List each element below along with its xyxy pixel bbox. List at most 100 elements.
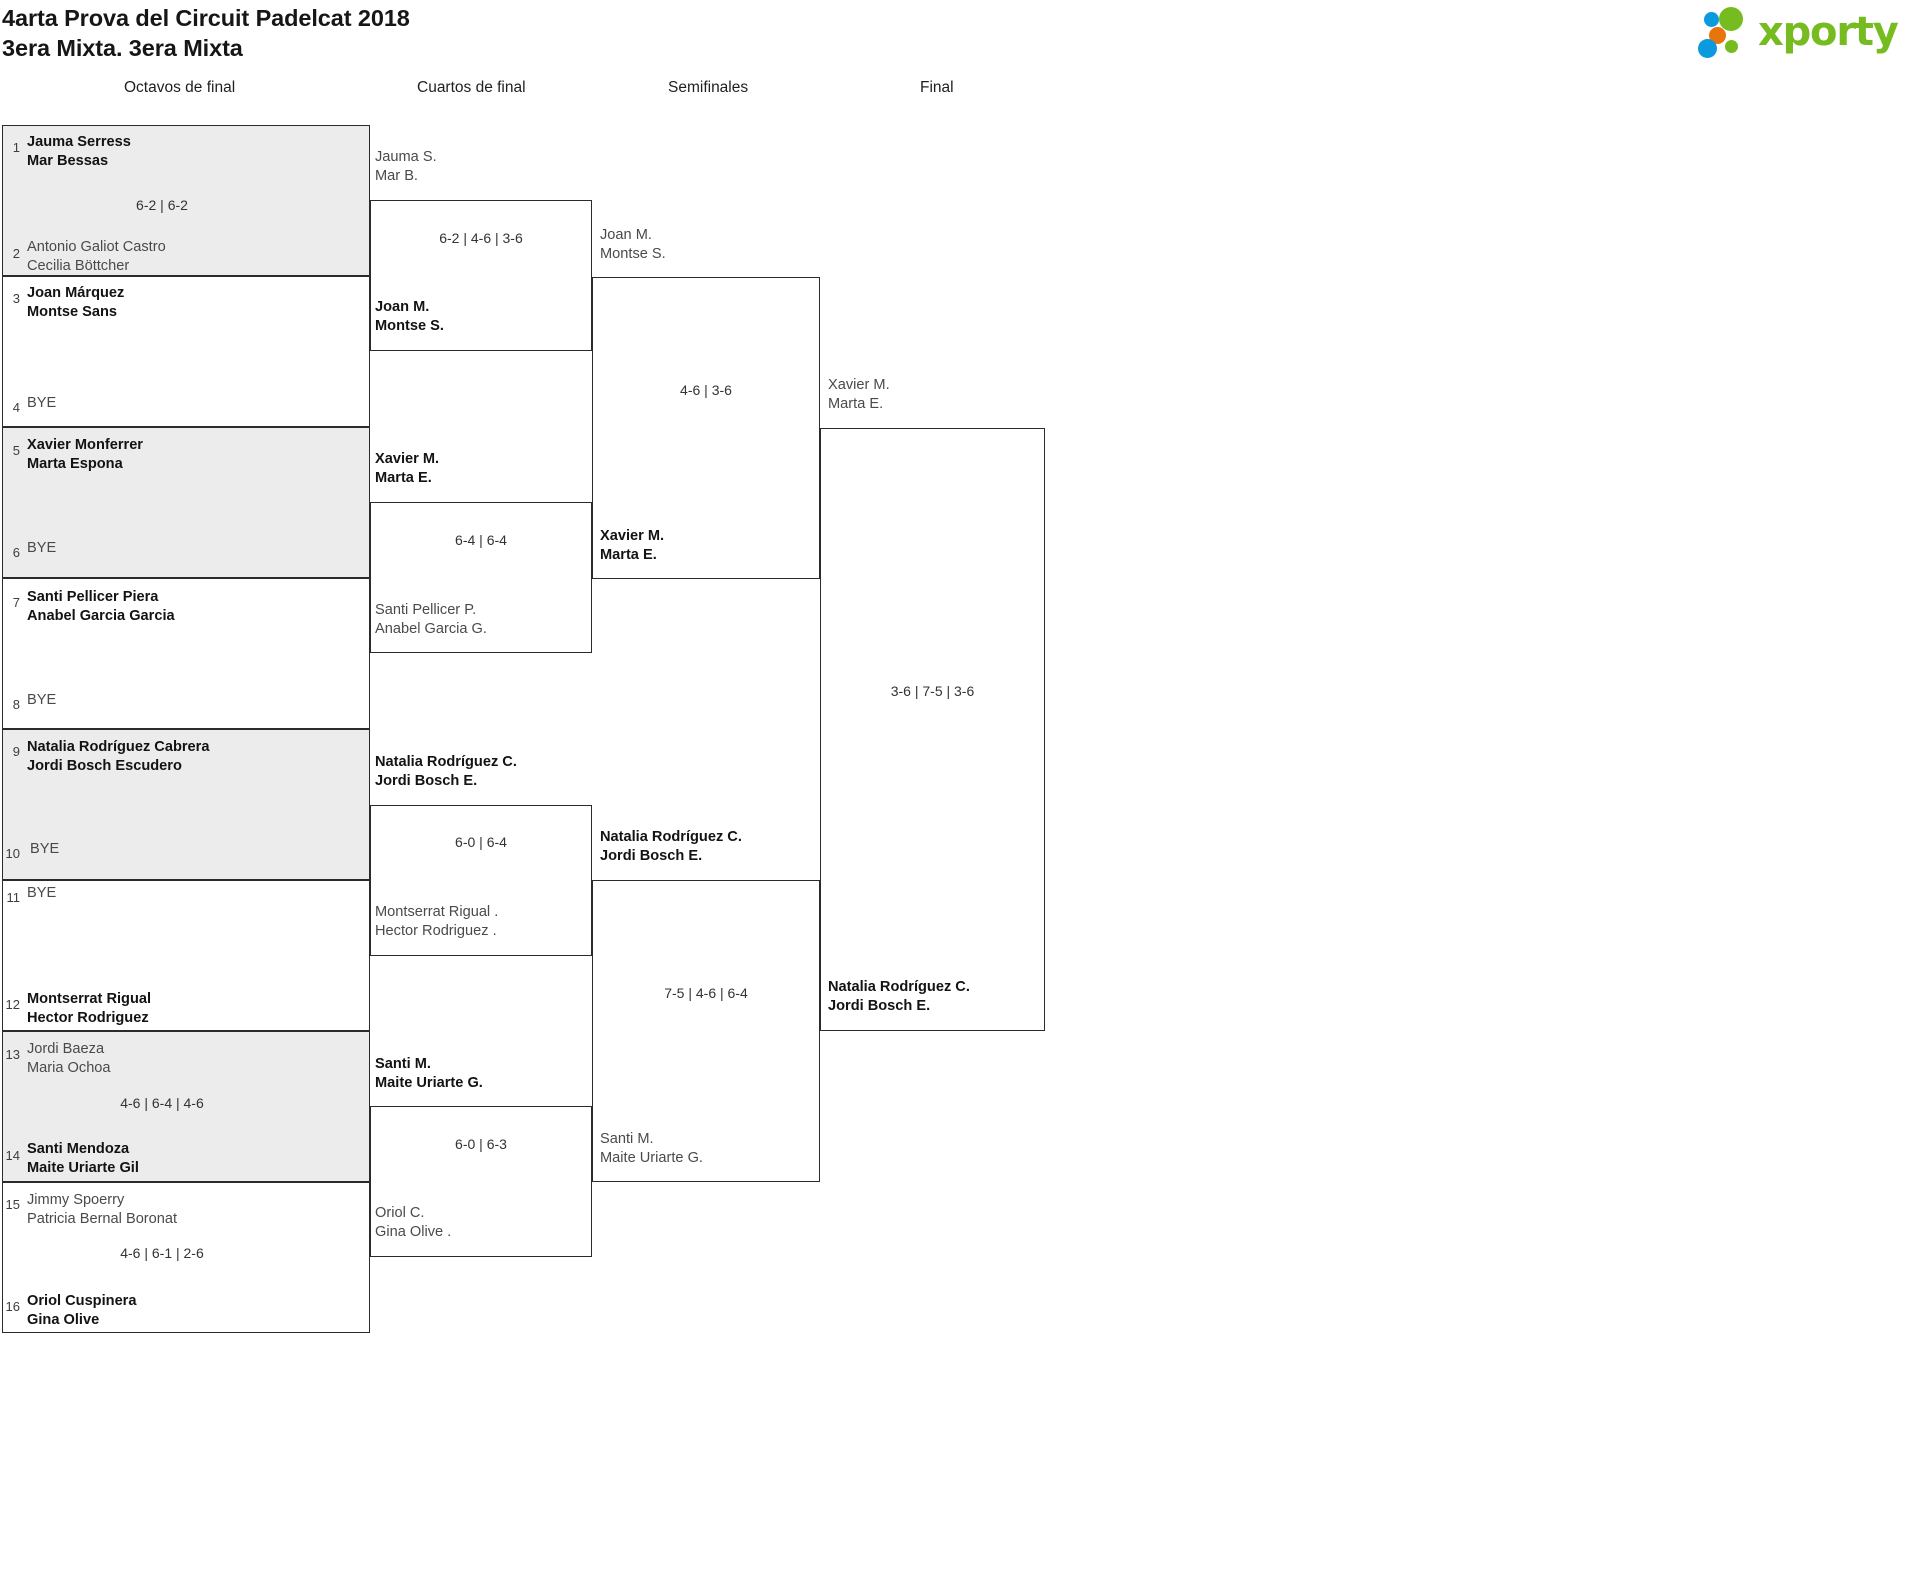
player-2-name: Jordi Bosch Escudero <box>27 757 182 774</box>
r2-team[interactable]: Oriol C.Gina Olive . <box>375 1204 451 1241</box>
r3-team[interactable]: Joan M. Montse S. <box>600 226 666 263</box>
player-2-name: Mar Bessas <box>27 152 109 169</box>
r1-match-box[interactable] <box>2 125 370 276</box>
seed-number: 15 <box>5 1197 20 1212</box>
bye-label: BYE <box>27 395 57 411</box>
logo-dots-icon <box>1692 6 1758 58</box>
player-2-name: Mar B. <box>375 167 418 184</box>
r3-score: 7-5 | 4-6 | 6-4 <box>664 985 748 1001</box>
r1-team-bye: BYE <box>27 691 56 710</box>
seed-number: 4 <box>12 400 20 415</box>
seed-number: 3 <box>12 291 20 306</box>
r2-score: 6-4 | 6-4 <box>455 532 507 548</box>
seed-number: 10 <box>5 846 20 861</box>
player-1-name: Xavier M. <box>828 377 890 393</box>
player-1-name: Antonio Galiot Castro <box>27 239 166 255</box>
r4-team-champion[interactable]: Natalia Rodríguez C.Jordi Bosch E. <box>828 978 970 1015</box>
r2-team[interactable]: Xavier M.Marta E. <box>375 450 439 487</box>
r4-score: 3-6 | 7-5 | 3-6 <box>890 683 975 699</box>
player-2-name: Marta E. <box>375 469 432 486</box>
r2-team[interactable]: Jauma S. Mar B. <box>375 148 437 185</box>
r2-match-box[interactable] <box>370 1106 592 1257</box>
round-header-final: Final <box>920 79 954 96</box>
r1-match-box[interactable] <box>2 729 370 880</box>
player-2-name: Marta Espona <box>27 455 123 472</box>
r3-match-box[interactable] <box>592 277 820 579</box>
player-1-name: Jauma S. <box>375 149 437 165</box>
player-2-name: Anabel Garcia Garcia <box>27 607 175 624</box>
player-1-name: Oriol Cuspinera <box>27 1293 137 1309</box>
r2-team[interactable]: Santi M.Maite Uriarte G. <box>375 1055 483 1092</box>
seed-number: 1 <box>12 140 20 155</box>
player-1-name: Santi Mendoza <box>27 1141 130 1157</box>
r1-match-box[interactable] <box>2 276 370 427</box>
r3-score: 4-6 | 3-6 <box>680 382 732 398</box>
player-2-name: Maite Uriarte G. <box>600 1149 703 1166</box>
player-2-name: Jordi Bosch E. <box>600 847 703 864</box>
seed-number: 11 <box>6 890 21 905</box>
round-header-cuartos: Cuartos de final <box>417 79 526 96</box>
player-1-name: Joan M. <box>375 299 430 315</box>
r2-team[interactable]: Natalia Rodríguez C.Jordi Bosch E. <box>375 753 517 790</box>
player-2-name: Jordi Bosch E. <box>828 997 931 1014</box>
player-2-name: Maria Ochoa <box>27 1059 111 1076</box>
xporty-logo[interactable]: xporty <box>1692 6 1912 58</box>
r2-match-box[interactable] <box>370 805 592 956</box>
tournament-title: 4arta Prova del Circuit Padelcat 2018 <box>2 5 410 31</box>
tournament-category: 3era Mixta. 3era Mixta <box>2 35 243 61</box>
r1-match-box[interactable] <box>2 427 370 578</box>
r1-match-box[interactable] <box>2 880 370 1031</box>
r3-team[interactable]: Xavier M. Marta E. <box>600 527 664 564</box>
player-2-name: Montse S. <box>600 245 666 262</box>
title-block: 4arta Prova del Circuit Padelcat 2018 3e… <box>2 3 410 63</box>
r4-team[interactable]: Xavier M.Marta E. <box>828 376 890 413</box>
player-2-name: Patricia Bernal Boronat <box>27 1210 178 1227</box>
r1-score: 4-6 | 6-1 | 2-6 <box>120 1245 204 1261</box>
player-1-name: Santi Pellicer P. <box>375 602 477 618</box>
r2-score: 6-2 | 4-6 | 3-6 <box>439 230 523 246</box>
r2-match-box[interactable] <box>370 200 592 351</box>
player-2-name: Hector Rodriguez <box>27 1009 149 1026</box>
player-1-name: Xavier M. <box>600 528 665 544</box>
r2-team[interactable]: Joan M.Montse S. <box>375 298 444 335</box>
r3-team[interactable]: Santi M.Maite Uriarte G. <box>600 1130 703 1167</box>
player-2-name: Marta E. <box>600 546 657 563</box>
r2-team[interactable]: Montserrat Rigual .Hector Rodriguez . <box>375 903 498 940</box>
player-1-name: Jauma Serress <box>27 134 131 150</box>
player-2-name: Maite Uriarte G. <box>375 1074 483 1091</box>
bye-label: BYE <box>27 540 57 556</box>
r1-team-bye: BYE <box>27 394 56 413</box>
bye-label: BYE <box>30 841 60 857</box>
player-2-name: Cecilia Böttcher <box>27 257 130 274</box>
r2-team[interactable]: Santi Pellicer P.Anabel Garcia G. <box>375 601 487 638</box>
r1-match-box[interactable] <box>2 1031 370 1182</box>
player-1-name: Natalia Rodríguez C. <box>600 829 742 845</box>
page-header: 4arta Prova del Circuit Padelcat 2018 3e… <box>0 0 1920 70</box>
r3-match-box[interactable] <box>592 880 820 1182</box>
player-1-name: Oriol C. <box>375 1205 425 1221</box>
seed-number: 8 <box>12 697 20 712</box>
r1-team-bye: BYE <box>27 884 56 903</box>
player-1-name: Jordi Baeza <box>27 1041 105 1057</box>
r4-match-box[interactable] <box>820 428 1045 1031</box>
seed-number: 13 <box>5 1047 20 1062</box>
r1-match-box[interactable] <box>2 578 370 729</box>
r1-team-bye: BYE <box>30 840 59 859</box>
r3-team[interactable]: Natalia Rodríguez C. Jordi Bosch E. <box>600 828 742 865</box>
r2-match-box[interactable] <box>370 502 592 653</box>
player-2-name: Jordi Bosch E. <box>375 772 478 789</box>
player-1-name: Joan M. <box>600 227 652 243</box>
r1-match-box[interactable] <box>2 1182 370 1333</box>
